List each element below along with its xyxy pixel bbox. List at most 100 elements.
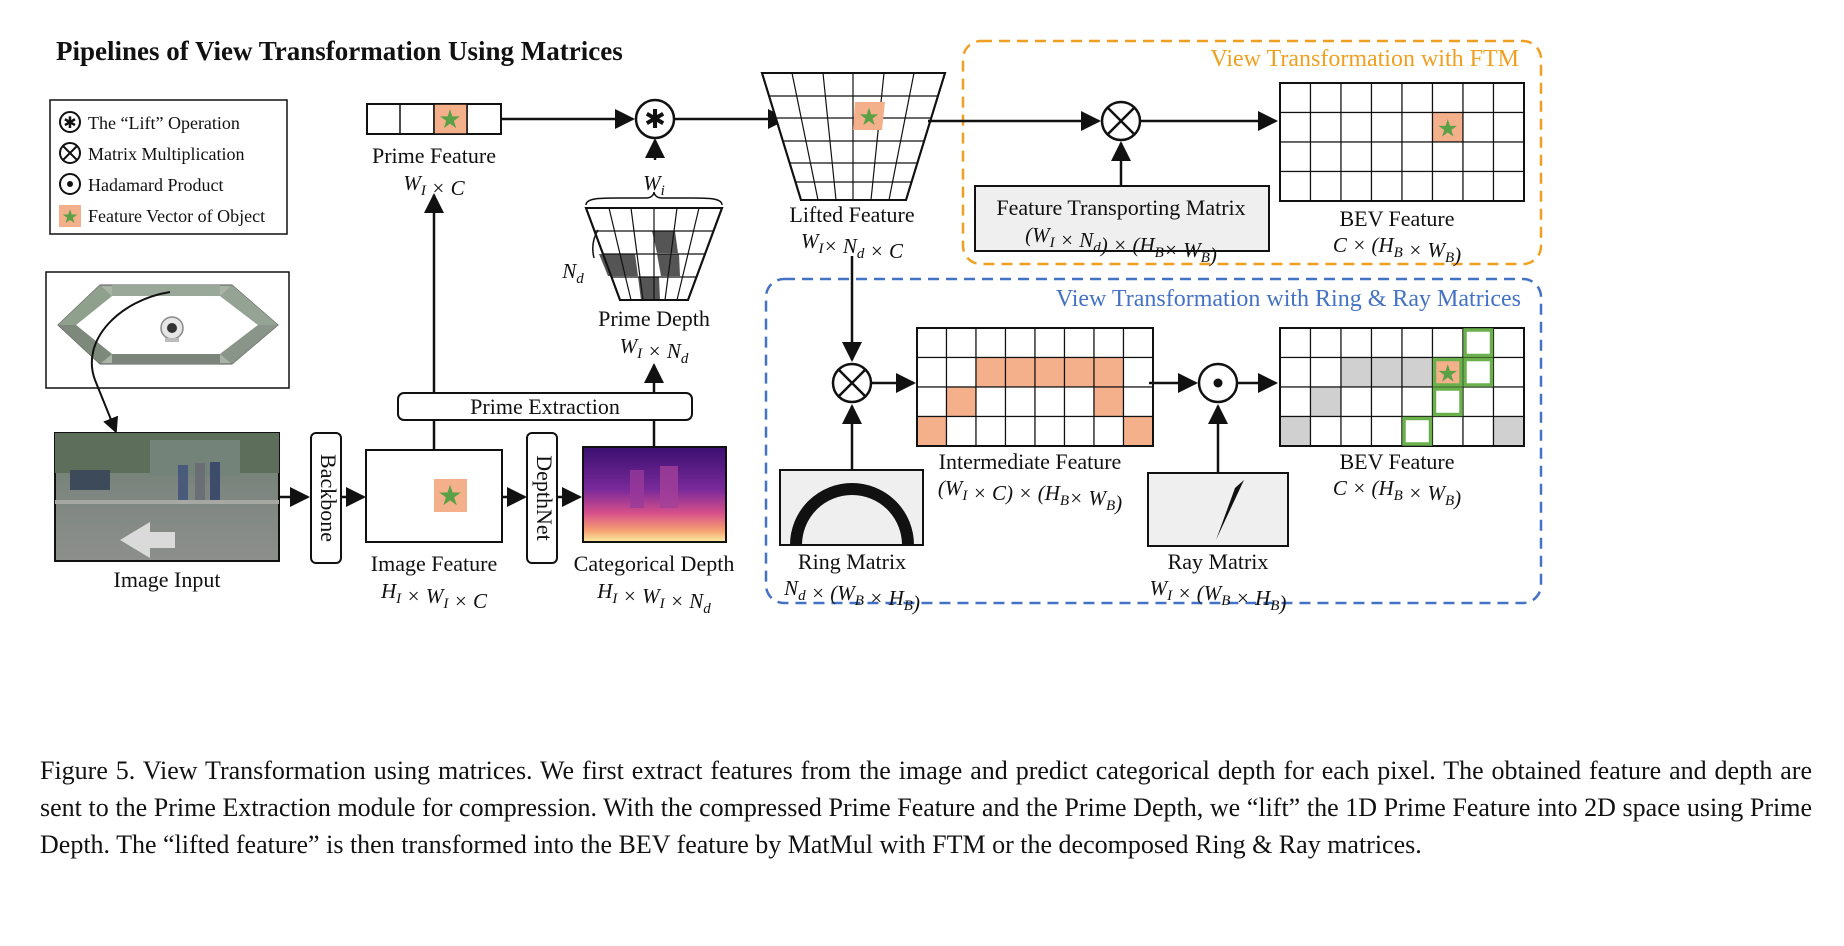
legend: ✱ The “Lift” Operation Matrix Multiplica… bbox=[49, 99, 288, 235]
bev-bottom-cell bbox=[1401, 415, 1434, 447]
ftm-pipeline-box: View Transformation with FTM bbox=[961, 39, 1543, 266]
intermediate-cell bbox=[1063, 327, 1095, 359]
bev-bottom-cell bbox=[1279, 415, 1312, 447]
bev-top-cell bbox=[1309, 141, 1342, 173]
intermediate-cell bbox=[1093, 327, 1125, 359]
bev-top-cell bbox=[1370, 82, 1403, 114]
ftm-matrix-dims: (WI × Nd) × (HB× WB) bbox=[1025, 223, 1217, 267]
intermediate-cell bbox=[1034, 386, 1066, 418]
bev-top-cell bbox=[1309, 111, 1342, 143]
legend-label-matmul: Matrix Multiplication bbox=[88, 144, 244, 164]
bev-bottom-cell bbox=[1279, 386, 1312, 418]
intermediate-cell bbox=[975, 386, 1007, 418]
camera-icon bbox=[160, 316, 184, 342]
intermediate-cell bbox=[1122, 415, 1154, 447]
intermediate-cell bbox=[1122, 327, 1154, 359]
bev-top-cell bbox=[1431, 170, 1464, 202]
categorical-depth-block bbox=[582, 446, 727, 543]
ray-path-cell bbox=[1432, 357, 1463, 387]
image-feature-block: ★ bbox=[365, 449, 503, 543]
intermediate-cell bbox=[1122, 386, 1154, 418]
bev-top-cell bbox=[1340, 141, 1373, 173]
intermediate-cell bbox=[916, 386, 948, 418]
intermediate-cell bbox=[916, 356, 948, 388]
bev-top-border bbox=[1279, 82, 1525, 202]
bev-top-cell bbox=[1309, 82, 1342, 114]
legend-lift-icon: ✱ bbox=[59, 111, 81, 133]
bev-top-cell bbox=[1462, 82, 1495, 114]
surround-view-image bbox=[45, 271, 290, 434]
bev-feature-bottom-grid: ★ bbox=[1279, 327, 1525, 447]
bev-top-cell bbox=[1279, 141, 1312, 173]
bev-top-cell bbox=[1279, 111, 1312, 143]
bev-feature-top-label: BEV Feature bbox=[1339, 206, 1454, 231]
ringray-matmul-icon bbox=[831, 362, 873, 404]
bev-top-cell bbox=[1462, 111, 1495, 143]
legend-hadamard-icon bbox=[59, 173, 81, 195]
prime-feature-block: ★ bbox=[366, 103, 502, 135]
lifted-feature-label: Lifted Feature bbox=[789, 202, 914, 227]
intermediate-cell bbox=[1063, 356, 1095, 388]
backbone-block: Backbone bbox=[310, 432, 342, 564]
ray-path-cell bbox=[1402, 416, 1433, 446]
bev-top-cell bbox=[1401, 170, 1434, 202]
intermediate-cell bbox=[1004, 386, 1036, 418]
bev-bottom-border bbox=[1279, 327, 1525, 447]
hadamard-operator-icon bbox=[1197, 362, 1239, 404]
intermediate-cell bbox=[975, 415, 1007, 447]
bev-top-cell bbox=[1492, 111, 1525, 143]
intermediate-feature-label: Intermediate Feature bbox=[939, 449, 1122, 474]
bev-top-cell bbox=[1401, 141, 1434, 173]
bev-bottom-cell bbox=[1309, 415, 1342, 447]
ray-path-cell bbox=[1432, 387, 1463, 417]
legend-matmul-icon bbox=[59, 142, 81, 164]
bev-top-cell bbox=[1370, 170, 1403, 202]
bev-top-cell bbox=[1340, 111, 1373, 143]
bev-top-cell bbox=[1279, 170, 1312, 202]
bev-bottom-cell bbox=[1431, 386, 1464, 418]
lifted-feature-dims: WI× Nd × C bbox=[801, 229, 904, 263]
diagram-canvas: Pipelines of View Transformation Using M… bbox=[45, 36, 1543, 617]
legend-label-star: Feature Vector of Object bbox=[88, 206, 265, 226]
bev-bottom-cell bbox=[1431, 415, 1464, 447]
bev-bottom-cell bbox=[1370, 356, 1403, 388]
bev-top-cell bbox=[1401, 82, 1434, 114]
intermediate-cell bbox=[945, 356, 977, 388]
bev-top-cell bbox=[1492, 82, 1525, 114]
intermediate-cell bbox=[1034, 356, 1066, 388]
bev-bottom-cell bbox=[1492, 327, 1525, 359]
bev-bottom-cell bbox=[1279, 356, 1312, 388]
ringray-box-title: View Transformation with Ring & Ray Matr… bbox=[1056, 286, 1521, 312]
ray-path-cell bbox=[1463, 328, 1494, 358]
intermediate-cell bbox=[945, 386, 977, 418]
intermediate-cell bbox=[1004, 415, 1036, 447]
prime-depth-label: Prime Depth bbox=[598, 306, 710, 331]
lift-operator-icon: ✱ bbox=[634, 98, 676, 140]
bev-top-cell bbox=[1370, 111, 1403, 143]
intermediate-cell bbox=[1093, 356, 1125, 388]
bev-top-cell bbox=[1340, 170, 1373, 202]
image-feature-dims: HI × WI × C bbox=[380, 579, 488, 613]
intermediate-cell bbox=[916, 327, 948, 359]
prime-depth-dims: WI × Nd bbox=[620, 334, 689, 367]
intermediate-border bbox=[916, 327, 1154, 447]
ring-matrix-label: Ring Matrix bbox=[798, 549, 906, 574]
intermediate-cell bbox=[1093, 415, 1125, 447]
prime-feature-label: Prime Feature bbox=[372, 143, 496, 168]
ringray-pipeline-box: View Transformation with Ring & Ray Matr… bbox=[764, 277, 1543, 605]
bev-bottom-star-icon: ★ bbox=[1437, 361, 1459, 387]
bev-bottom-cell bbox=[1401, 356, 1434, 388]
ray-path-cell bbox=[1463, 357, 1494, 387]
bev-top-cell bbox=[1431, 141, 1464, 173]
intermediate-cell bbox=[945, 327, 977, 359]
svg-text:★: ★ bbox=[61, 207, 78, 228]
intermediate-cell bbox=[916, 415, 948, 447]
lifted-feature-star-icon: ★ bbox=[858, 105, 880, 131]
bev-bottom-cell bbox=[1401, 386, 1434, 418]
bev-top-cell bbox=[1462, 141, 1495, 173]
prime-extraction-label: Prime Extraction bbox=[470, 394, 620, 419]
bev-top-cell bbox=[1279, 82, 1312, 114]
legend-label-lift: The “Lift” Operation bbox=[88, 113, 240, 133]
lifted-feature-block: ★ bbox=[760, 72, 947, 201]
